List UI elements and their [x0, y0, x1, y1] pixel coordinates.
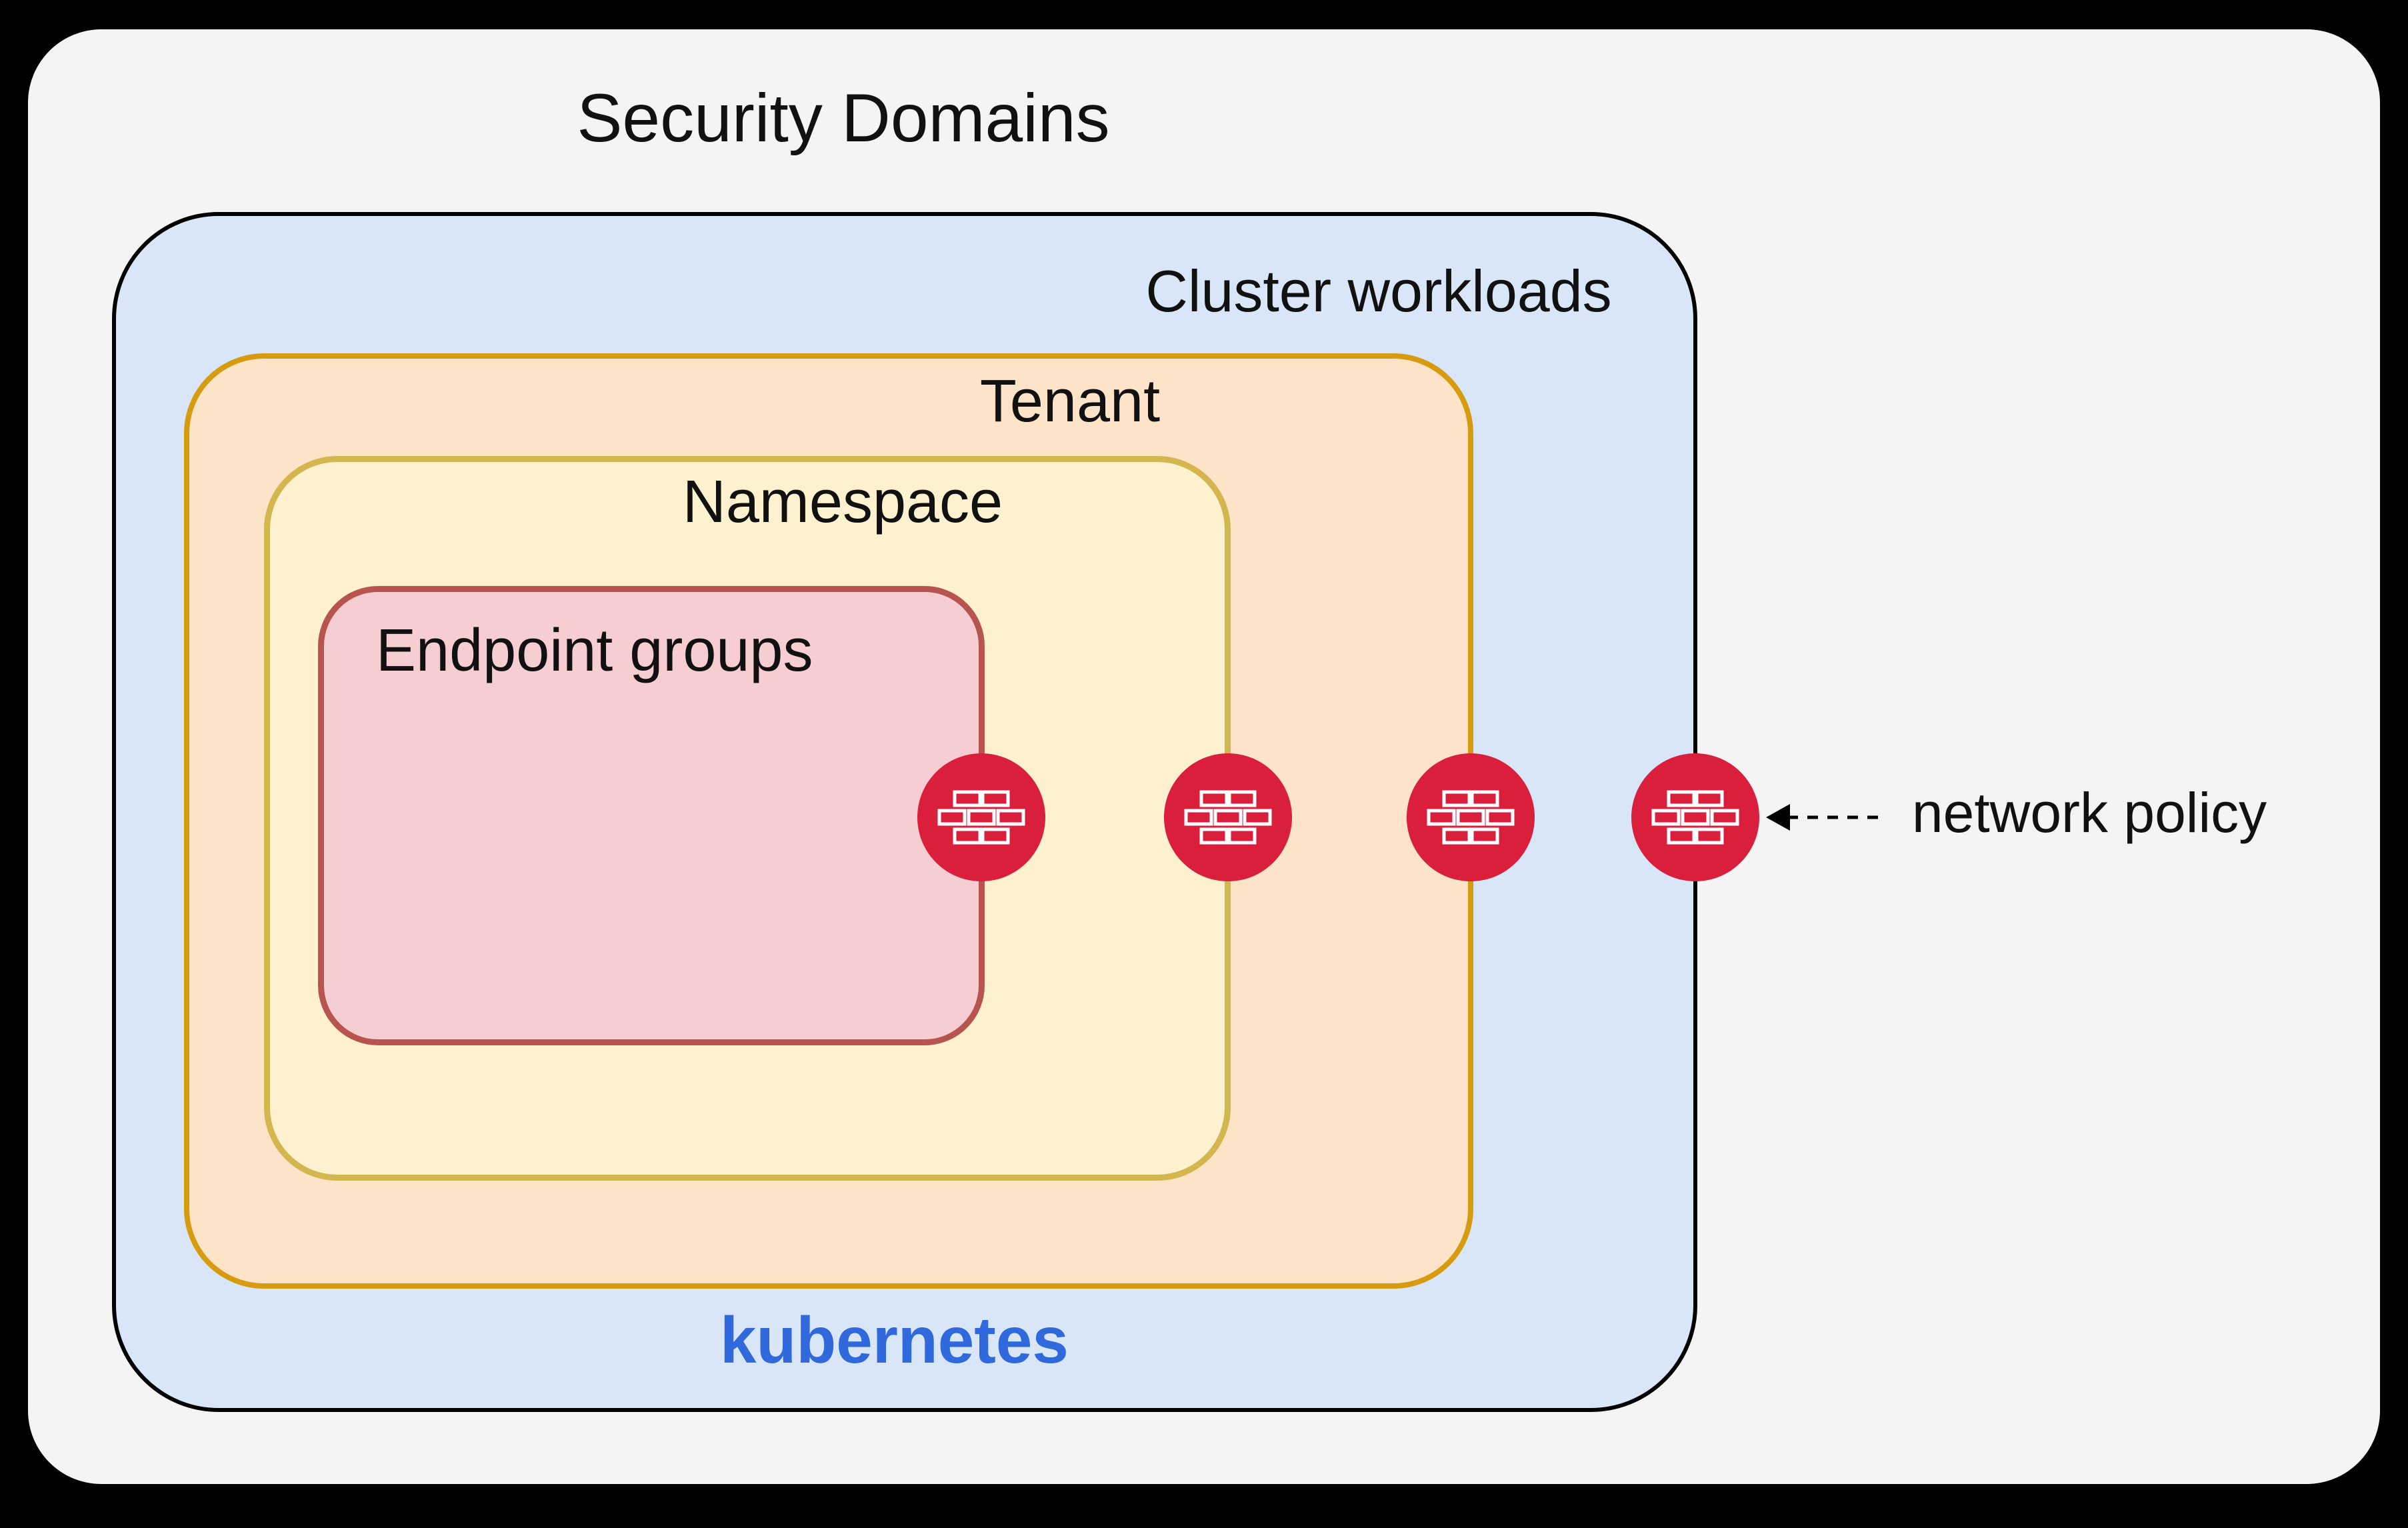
- brick-wall-icon: [1427, 790, 1515, 845]
- firewall-icon: [1631, 753, 1759, 881]
- kubernetes-wordmark: kubernetes: [720, 1303, 1069, 1377]
- brick-wall-icon: [1651, 790, 1739, 845]
- firewall-icon: [1407, 753, 1535, 881]
- network-policy-label: network policy: [1911, 781, 2267, 844]
- tenant-label: Tenant: [979, 368, 1161, 435]
- firewall-icon: [917, 753, 1045, 881]
- network-policy-arrow: [1766, 804, 1882, 831]
- endpoint-groups-box: [318, 586, 985, 1045]
- namespace-label: Namespace: [682, 469, 1003, 535]
- endpoint-groups-label: Endpoint groups: [376, 617, 813, 684]
- page-title: Security Domains: [577, 80, 1110, 156]
- cluster-workloads-label: Cluster workloads: [1145, 258, 1612, 324]
- brick-wall-icon: [937, 790, 1025, 845]
- firewall-icon: [1164, 753, 1292, 881]
- brick-wall-icon: [1184, 790, 1272, 845]
